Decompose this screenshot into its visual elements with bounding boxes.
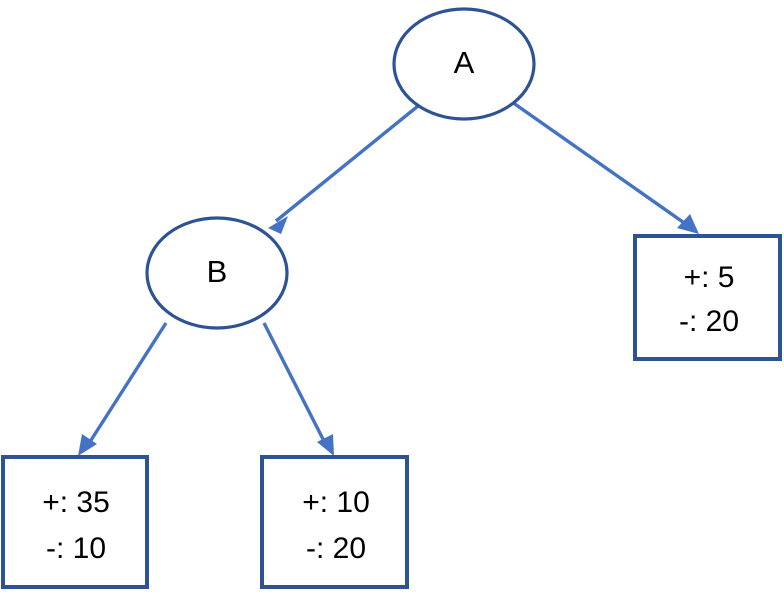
- edge-b-to-leaf-bottom-left-line: [84, 322, 168, 449]
- edge-b-to-leaf-bottom-middle-arrowhead: [317, 434, 334, 456]
- node-leaf-right-box[interactable]: [633, 234, 782, 361]
- node-b-ellipse[interactable]: [145, 216, 289, 330]
- edge-b-to-leaf-bottom-left-arrowhead: [78, 434, 97, 456]
- node-b[interactable]: B: [145, 216, 289, 330]
- node-leaf-bottom-middle-box[interactable]: [260, 455, 409, 589]
- node-a[interactable]: A: [392, 7, 536, 121]
- node-leaf-bottom-middle[interactable]: +: 10 -: 20: [260, 455, 409, 589]
- edge-a-to-b-arrowhead: [268, 216, 288, 234]
- edge-b-to-leaf-bottom-left: [78, 322, 168, 456]
- node-a-ellipse[interactable]: [392, 7, 536, 121]
- node-leaf-right[interactable]: +: 5 -: 20: [633, 234, 782, 361]
- node-a-label: A: [454, 45, 475, 80]
- node-leaf-right-line1: +: 5: [684, 261, 735, 294]
- edge-a-to-b-line: [274, 104, 420, 223]
- edge-a-to-leaf-right-line: [511, 100, 691, 229]
- node-leaf-bottom-left[interactable]: +: 35 -: 10: [1, 455, 149, 589]
- node-leaf-bottom-left-box[interactable]: [1, 455, 149, 589]
- node-leaf-bottom-left-line2: -: 10: [46, 532, 106, 565]
- node-b-label: B: [207, 254, 228, 289]
- edge-a-to-leaf-right: [511, 100, 699, 234]
- edge-a-to-leaf-right-arrowhead: [677, 214, 699, 234]
- node-leaf-right-line2: -: 20: [679, 305, 739, 338]
- node-leaf-bottom-left-line1: +: 35: [42, 486, 110, 519]
- node-leaf-bottom-middle-line2: -: 20: [306, 532, 366, 565]
- edge-a-to-b: [268, 104, 420, 234]
- node-leaf-bottom-middle-line1: +: 10: [302, 486, 370, 519]
- edge-b-to-leaf-bottom-middle: [262, 322, 334, 456]
- edge-b-to-leaf-bottom-middle-line: [262, 322, 329, 448]
